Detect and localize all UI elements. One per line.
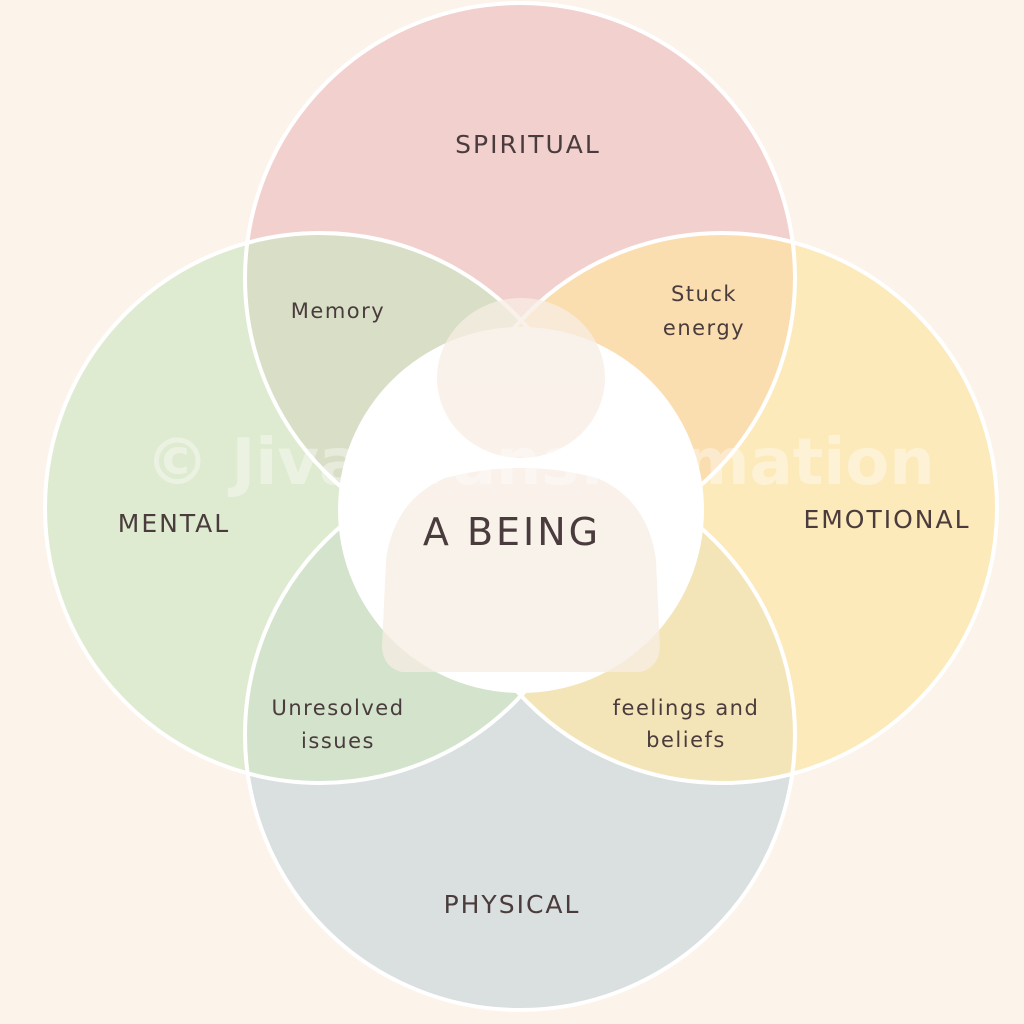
spiritual-label: SPIRITUAL [455, 130, 601, 159]
overlap-label-stuck: Stuck [671, 282, 737, 306]
mental-label: MENTAL [118, 509, 230, 538]
overlap-label-beliefs: beliefs [646, 728, 726, 752]
person-silhouette-icon [382, 298, 660, 672]
overlap-label-issues: issues [301, 729, 375, 753]
overlap-label-memory: Memory [291, 299, 385, 323]
physical-label: PHYSICAL [444, 890, 581, 919]
emotional-label: EMOTIONAL [803, 505, 970, 534]
watermark-text: © Jiva Transformation [145, 426, 935, 500]
overlap-label-energy: energy [663, 316, 745, 340]
center-label: A BEING [423, 510, 601, 554]
overlap-label-feelings: feelings and [613, 696, 760, 720]
overlap-label-unresolved: Unresolved [271, 696, 404, 720]
